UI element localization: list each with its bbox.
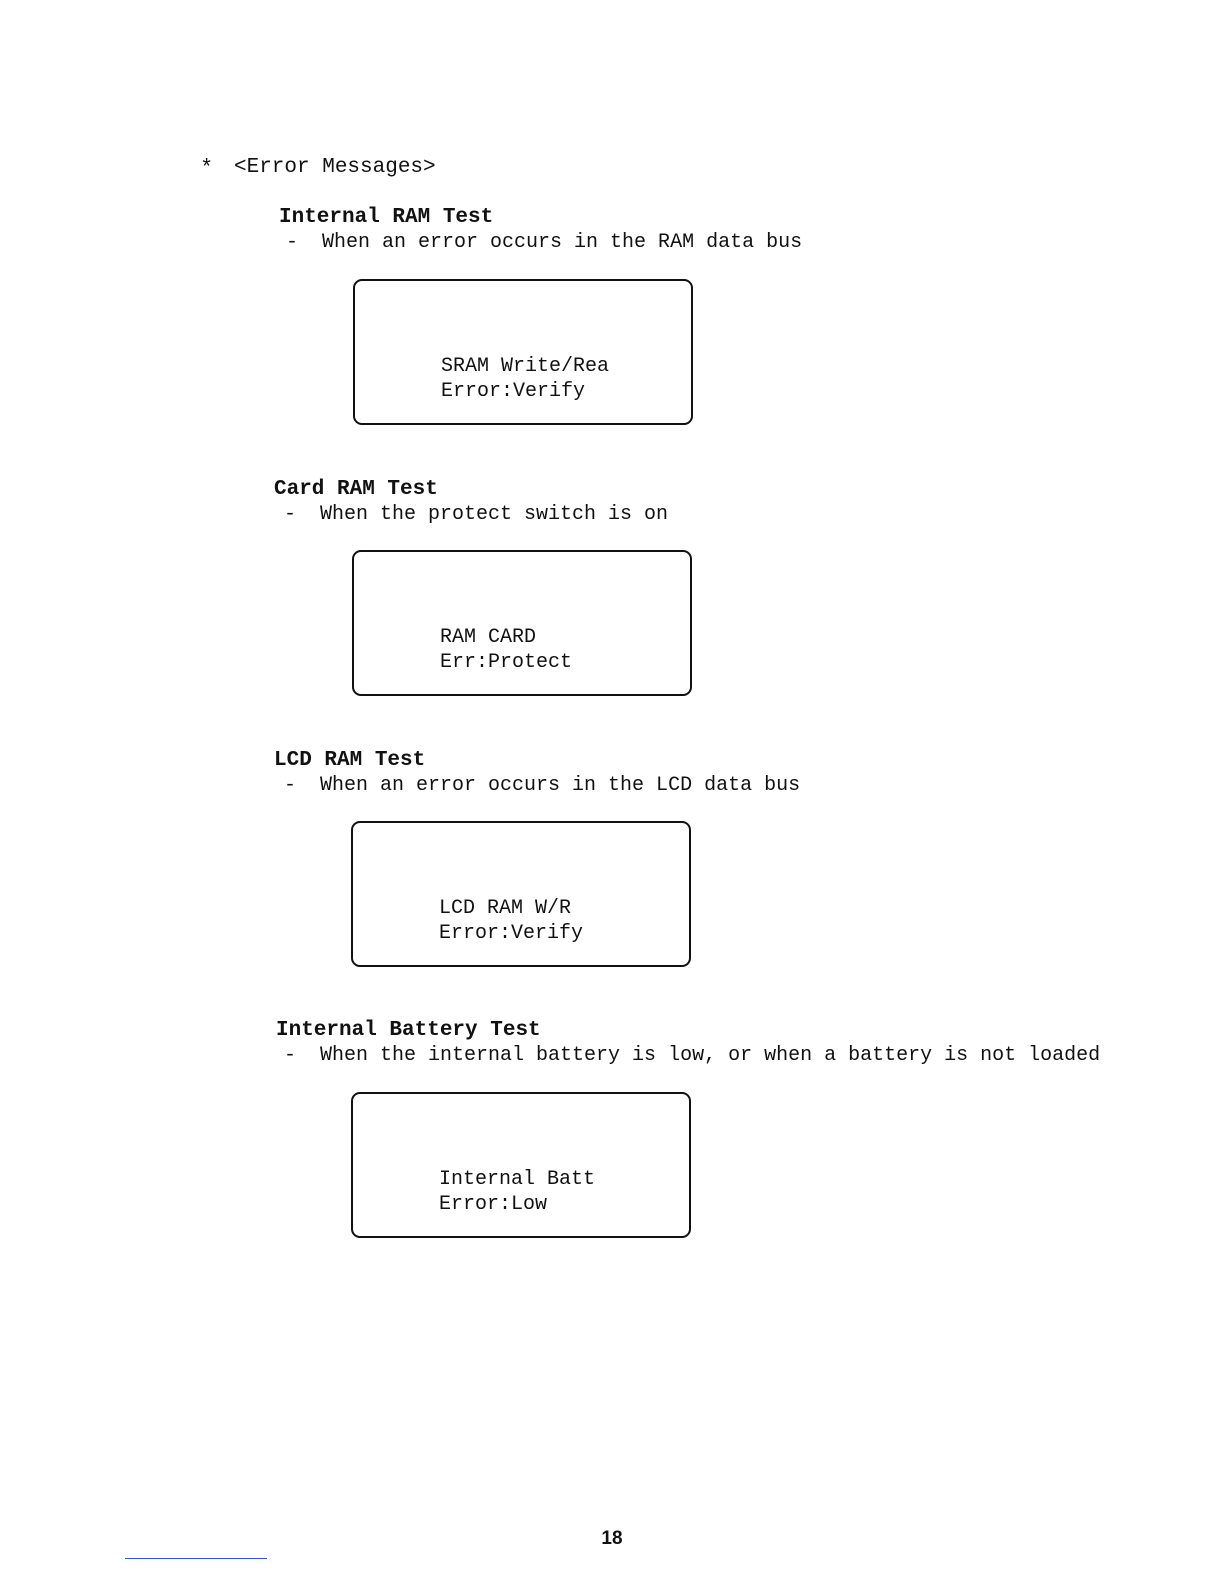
lcd-line-1: LCD RAM W/R xyxy=(439,897,572,920)
page-title: <Error Messages> xyxy=(234,156,436,179)
section-description: - When an error occurs in the LCD data b… xyxy=(284,774,801,797)
lcd-display-box: LCD RAM W/R Error:Verify xyxy=(351,821,691,967)
lcd-display-box: RAM CARD Err:Protect xyxy=(352,550,692,696)
section-title: Internal Battery Test xyxy=(276,1019,541,1042)
lcd-line-2: Err:Protect xyxy=(440,651,573,674)
lcd-line-1: SRAM Write/Rea xyxy=(441,355,610,378)
section-title: LCD RAM Test xyxy=(274,749,426,772)
section-title: Card RAM Test xyxy=(274,478,438,501)
lcd-display-box: Internal Batt Error:Low xyxy=(351,1092,691,1238)
lcd-line-2: Error:Low xyxy=(439,1193,548,1216)
footer-rule xyxy=(125,1558,267,1559)
section-description: - When an error occurs in the RAM data b… xyxy=(286,231,803,254)
lcd-line-2: Error:Verify xyxy=(439,922,584,945)
lcd-line-1: RAM CARD xyxy=(440,626,537,649)
section-description: - When the internal battery is low, or w… xyxy=(284,1044,1101,1067)
page-number: 18 xyxy=(601,1528,623,1549)
lcd-line-1: Internal Batt xyxy=(439,1168,596,1191)
bullet-star: * xyxy=(200,156,214,181)
section-description: - When the protect switch is on xyxy=(284,503,669,526)
section-title: Internal RAM Test xyxy=(279,206,494,229)
lcd-display-box: SRAM Write/Rea Error:Verify xyxy=(353,279,693,425)
lcd-line-2: Error:Verify xyxy=(441,380,586,403)
